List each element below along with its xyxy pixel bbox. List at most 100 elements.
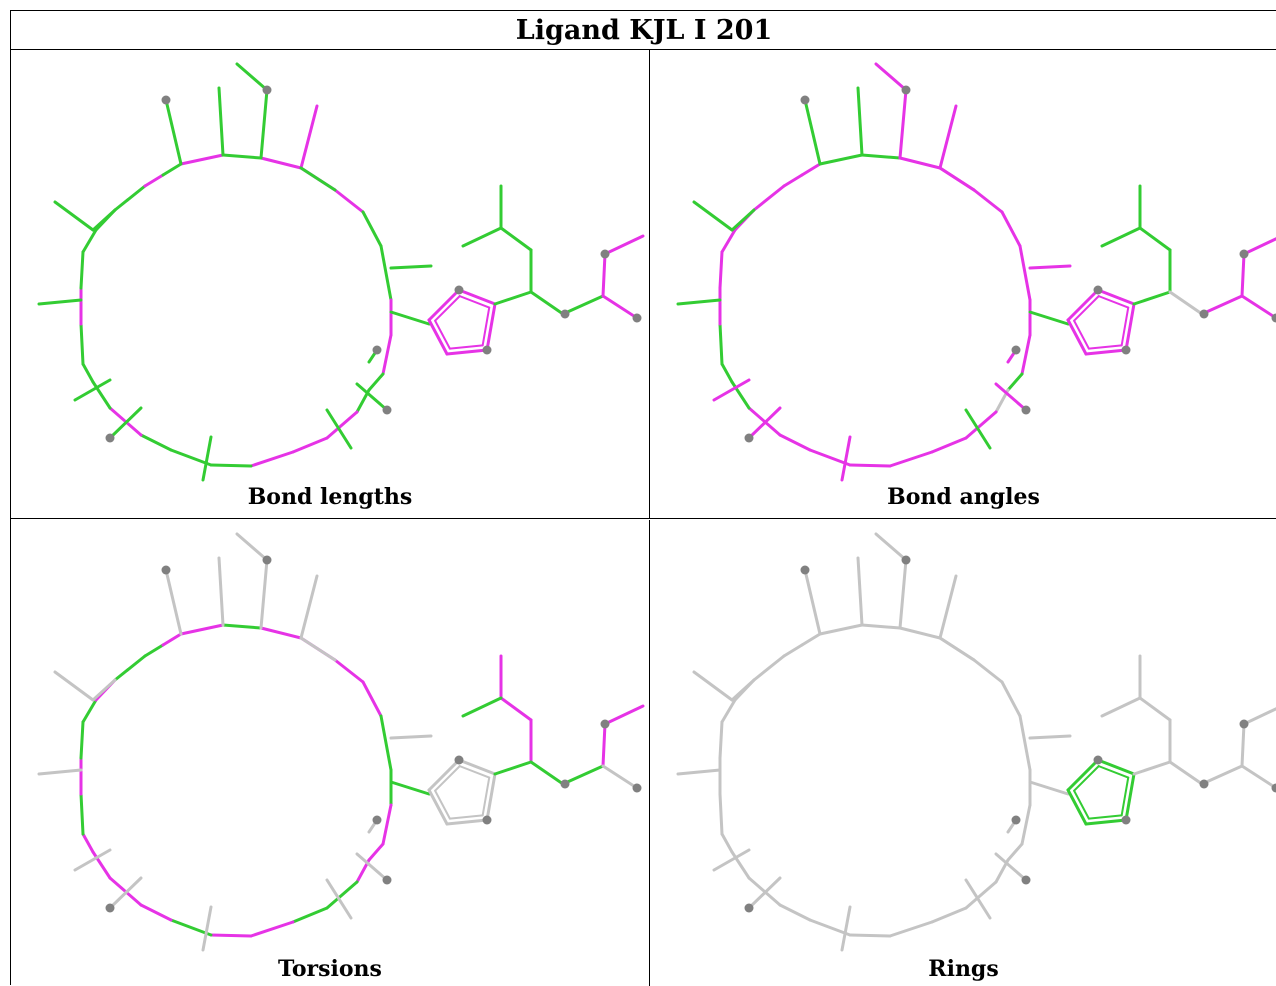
ring-bond <box>115 186 145 210</box>
sidechain-bond <box>531 292 563 314</box>
sidechain-bond <box>603 254 605 296</box>
atom-sphere <box>373 346 382 355</box>
ring-bond <box>974 660 1002 682</box>
substituent-bond <box>694 672 732 700</box>
panel-rings: Rings <box>650 520 1276 986</box>
ring-bond <box>754 186 784 210</box>
ring-bond <box>335 660 363 682</box>
substituent-bond <box>261 560 267 628</box>
ring-bond <box>181 625 223 634</box>
sidechain-bond <box>495 292 531 304</box>
substituent-bond <box>876 534 906 560</box>
atom-sphere <box>483 346 492 355</box>
pentagon-inner-bond <box>450 345 483 348</box>
substituent-bond <box>39 770 81 774</box>
substituent-bond <box>1030 782 1068 794</box>
sidechain-bond <box>1140 698 1170 720</box>
ring-bond <box>261 158 301 168</box>
atom-sphere <box>633 314 642 323</box>
substituent-bond <box>1030 312 1068 324</box>
ring-bond <box>722 700 735 722</box>
ring-bond <box>211 935 251 936</box>
atom-sphere <box>162 96 171 105</box>
sidechain-bond <box>1102 698 1140 716</box>
substituent-bond <box>166 570 181 634</box>
ring-bond <box>369 374 383 390</box>
ring-bond <box>81 722 83 758</box>
pentagon-bond <box>447 350 487 354</box>
ring-bond <box>293 908 327 922</box>
ring-bond <box>862 625 900 628</box>
pentagon-bond <box>1086 820 1126 824</box>
atom-sphere <box>1200 310 1209 319</box>
ring-bond <box>383 805 391 844</box>
ring-bond <box>83 834 93 852</box>
atom-sphere <box>1122 816 1131 825</box>
substituent-bond <box>805 100 820 164</box>
substituent-bond <box>391 736 431 738</box>
substituent-bond <box>900 90 906 158</box>
substituent-bond <box>39 300 81 304</box>
molecule-torsions <box>11 520 650 986</box>
substituent-bond <box>166 100 181 164</box>
ring-bond <box>181 155 223 164</box>
substituent-bond <box>940 638 974 660</box>
substituent-bond <box>1030 736 1070 738</box>
ring-bond <box>141 435 171 450</box>
ring-bond <box>802 164 820 175</box>
ring-bond <box>890 922 932 936</box>
substituent-bond <box>391 266 431 268</box>
ring-bond <box>932 438 966 452</box>
atom-sphere <box>601 720 610 729</box>
ring-bond <box>1008 374 1022 390</box>
atom-sphere <box>162 566 171 575</box>
pentagon-inner-bond <box>1089 815 1122 818</box>
substituent-bond <box>219 558 223 625</box>
substituent-bond <box>203 907 211 950</box>
ring-bond <box>369 844 383 860</box>
ring-bond <box>722 230 735 252</box>
sidechain-bond <box>1170 292 1202 314</box>
ring-bond <box>293 438 327 452</box>
sidechain-bond <box>1202 766 1242 784</box>
substituent-bond <box>93 210 115 230</box>
ring-bond <box>850 935 890 936</box>
sidechain-bond <box>501 698 531 720</box>
ring-bond <box>81 252 83 288</box>
ring-bond <box>1002 682 1020 716</box>
substituent-bond <box>842 437 850 480</box>
pentagon-bond <box>1086 350 1126 354</box>
molecule-rings <box>650 520 1276 986</box>
atom-sphere <box>1200 780 1209 789</box>
substituent-bond <box>237 64 267 90</box>
pentagon-bond <box>429 760 459 790</box>
sidechain-bond <box>605 236 643 254</box>
ring-bond <box>974 190 1002 212</box>
ring-bond <box>145 645 163 656</box>
substituent-bond <box>732 210 754 230</box>
substituent-bond <box>93 680 115 700</box>
ring-bond <box>141 905 171 920</box>
sidechain-bond <box>563 296 603 314</box>
ring-bond <box>223 625 261 628</box>
substituent-bond <box>301 638 335 660</box>
ring-bond <box>363 212 381 246</box>
pentagon-inner-bond <box>460 296 490 307</box>
ring-bond <box>251 922 293 936</box>
sidechain-bond <box>603 724 605 766</box>
atom-sphere <box>1122 346 1131 355</box>
figure-frame: Ligand KJL I 201 Bond lengths Bond angle… <box>10 10 1276 985</box>
substituent-bond <box>301 168 335 190</box>
substituent-bond <box>940 106 956 168</box>
atom-sphere <box>1094 286 1103 295</box>
ring-bond <box>850 465 890 466</box>
substituent-bond <box>301 576 317 638</box>
ring-bond <box>1022 805 1030 844</box>
substituent-bond <box>327 880 351 918</box>
sidechain-bond <box>1134 292 1170 304</box>
ring-bond <box>163 634 181 645</box>
substituent-bond <box>55 202 93 230</box>
ring-bond <box>784 175 802 186</box>
substituent-bond <box>219 88 223 155</box>
ring-bond <box>261 628 301 638</box>
